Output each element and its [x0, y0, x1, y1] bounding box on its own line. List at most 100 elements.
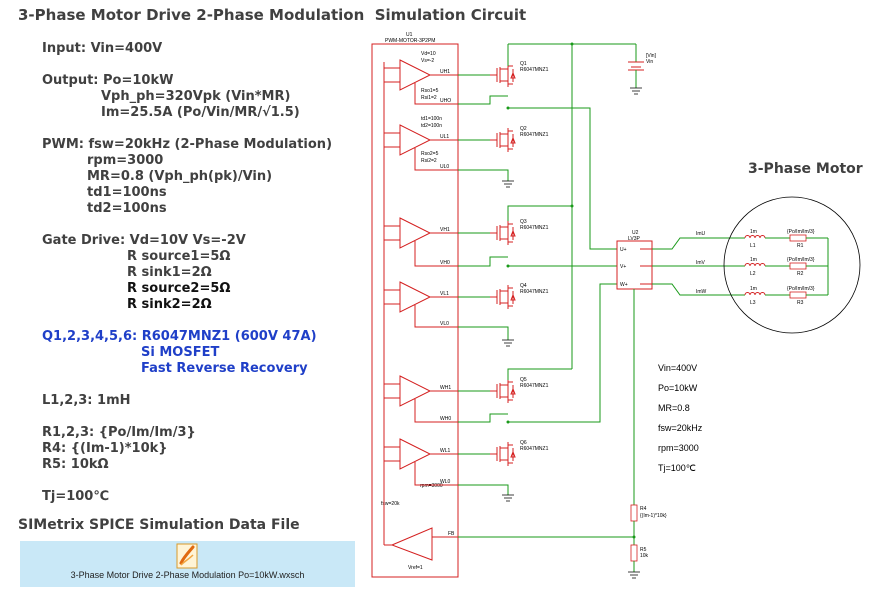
simetrix-file-icon — [176, 543, 198, 569]
u2-ref: U2 — [632, 230, 639, 236]
gate-pin-label: UL1 — [440, 134, 449, 140]
mosfet-column: Q1R6047MNZ1Q2R6047MNZ1Q3R6047MNZ1Q4R6047… — [490, 61, 549, 466]
gate-driver-amplifier — [399, 59, 432, 91]
parameter-value: Po=10kW — [658, 383, 698, 393]
motor-title: 3-Phase Motor — [748, 161, 863, 177]
spec-line: Tj=100℃ — [42, 489, 110, 504]
u2-model: LV3P — [628, 236, 641, 242]
gate-pin-label: UHO — [440, 98, 451, 104]
spec-line: Gate Drive: Vd=10V Vs=-2V — [42, 233, 246, 248]
spec-line: Fast Reverse Recovery — [141, 361, 308, 376]
inductor-ref: L3 — [750, 300, 756, 306]
inductor-value: 1m — [750, 229, 757, 235]
gate-pin-label: UH1 — [440, 69, 450, 75]
vin-source-label: Vin — [646, 59, 653, 65]
probe-imv: ImV — [696, 260, 706, 266]
u1-param-vd: Vd=10 — [421, 51, 436, 57]
mosfet-ref: Q3 — [520, 219, 527, 225]
u1-param-vref: Vref=1 — [408, 565, 423, 571]
mosfet-ref: Q4 — [520, 283, 527, 289]
spec-line: R source1=5Ω — [127, 249, 231, 264]
spec-line: Vph_ph=320Vpk (Vin*MR) — [101, 89, 291, 104]
u1-param-fsw: fsw=20k — [381, 501, 400, 507]
spec-line: Im=25.5A (Po/Vin/MR/√1.5) — [101, 105, 300, 120]
spec-line: Output: Po=10kW — [42, 73, 174, 88]
u1-param-rso2: Rso2=5 — [421, 151, 439, 157]
gate-pin-label: VL1 — [440, 291, 449, 297]
resistor-value: {Po/Im/Im/3} — [787, 286, 815, 292]
u2-pin-u: U+ — [620, 247, 627, 253]
spec-line: td2=100ns — [87, 201, 167, 216]
u1-param-td1: td1=100n — [421, 116, 442, 122]
gate-pin-label: VH0 — [440, 260, 450, 266]
gate-driver-amplifier — [399, 217, 432, 249]
u1-model: PWM-MOTOR-3P2PM — [385, 38, 435, 44]
u1-ref: U1 — [406, 32, 413, 38]
mosfet-ref: Q5 — [520, 377, 527, 383]
mosfet-model: R6047MNZ1 — [520, 383, 549, 389]
data-file-name: 3-Phase Motor Drive 2-Phase Modulation P… — [70, 570, 305, 580]
u2-pin-w: W+ — [620, 282, 628, 288]
parameter-value: fsw=20kHz — [658, 423, 703, 433]
spec-line: R source2=5Ω — [127, 281, 231, 296]
spec-line: PWM: fsw=20kHz (2-Phase Modulation) — [42, 137, 333, 152]
r4-value: {(Im-1)*10k} — [640, 513, 667, 519]
probe-imw: ImW — [696, 289, 707, 295]
u1-param-rsi2: Rsi2=2 — [421, 158, 437, 164]
r5-ref: R5 — [640, 547, 647, 553]
mosfet-model: R6047MNZ1 — [520, 67, 549, 73]
spec-line: Input: Vin=400V — [42, 41, 163, 56]
mosfet-model: R6047MNZ1 — [520, 446, 549, 452]
r4-ref: R4 — [640, 506, 647, 512]
u1-block — [371, 43, 459, 578]
spec-line: R sink2=2Ω — [127, 297, 212, 312]
u1-param-rso1: Rso1=5 — [421, 88, 439, 94]
inductor-ref: L1 — [750, 243, 756, 249]
data-file-link[interactable]: 3-Phase Motor Drive 2-Phase Modulation P… — [20, 541, 355, 587]
probe-imu: ImU — [696, 231, 706, 237]
data-file-heading: SIMetrix SPICE Simulation Data File — [18, 517, 300, 533]
spec-line: R1,2,3: {Po/Im/Im/3} — [42, 425, 196, 440]
u1-param-vs: Vs=-2 — [421, 58, 434, 64]
spec-line: R5: 10kΩ — [42, 457, 109, 472]
spec-line: td1=100ns — [87, 185, 167, 200]
parameter-value: rpm=3000 — [658, 443, 699, 453]
vin-net-label: [Vin] — [646, 53, 657, 59]
parameter-list: Vin=400V Po=10kW MR=0.8 fsw=20kHz rpm=3000Tj… — [658, 363, 703, 473]
mosfet-model: R6047MNZ1 — [520, 225, 549, 231]
parameter-value: Tj=100℃ — [658, 463, 696, 473]
resistor-ref: R1 — [797, 243, 804, 249]
parameter-value: MR=0.8 — [658, 403, 690, 413]
spec-line: L1,2,3: 1mH — [42, 393, 131, 408]
spec-line: Q1,2,3,4,5,6: R6047MNZ1 (600V 47A) — [42, 329, 317, 344]
inductor-ref: L2 — [750, 271, 756, 277]
u1-param-rpm: rpm=3000 — [420, 483, 443, 489]
parameter-value: Vin=400V — [658, 363, 697, 373]
u1-param-td2: td2=100n — [421, 123, 442, 129]
gate-pin-label: VL0 — [440, 321, 449, 327]
gate-pin-label: VH1 — [440, 227, 450, 233]
u1-param-rsi1: Rsi1=2 — [421, 95, 437, 101]
page-title: 3-Phase Motor Drive 2-Phase Modulation S… — [18, 6, 527, 24]
gate-pin-label: WH1 — [440, 385, 451, 391]
gate-driver-amplifier — [399, 438, 432, 470]
gate-pin-label: UL0 — [440, 164, 449, 170]
spec-line: rpm=3000 — [87, 153, 164, 168]
gate-pin-label: WH0 — [440, 416, 451, 422]
u2-pin-v: V+ — [620, 264, 626, 270]
r5-value: 10k — [640, 553, 649, 559]
spec-line: R4: {(Im-1)*10k} — [42, 441, 168, 456]
resistor-value: {Po/Im/Im/3} — [787, 229, 815, 235]
gate-driver-amplifier — [399, 375, 432, 407]
